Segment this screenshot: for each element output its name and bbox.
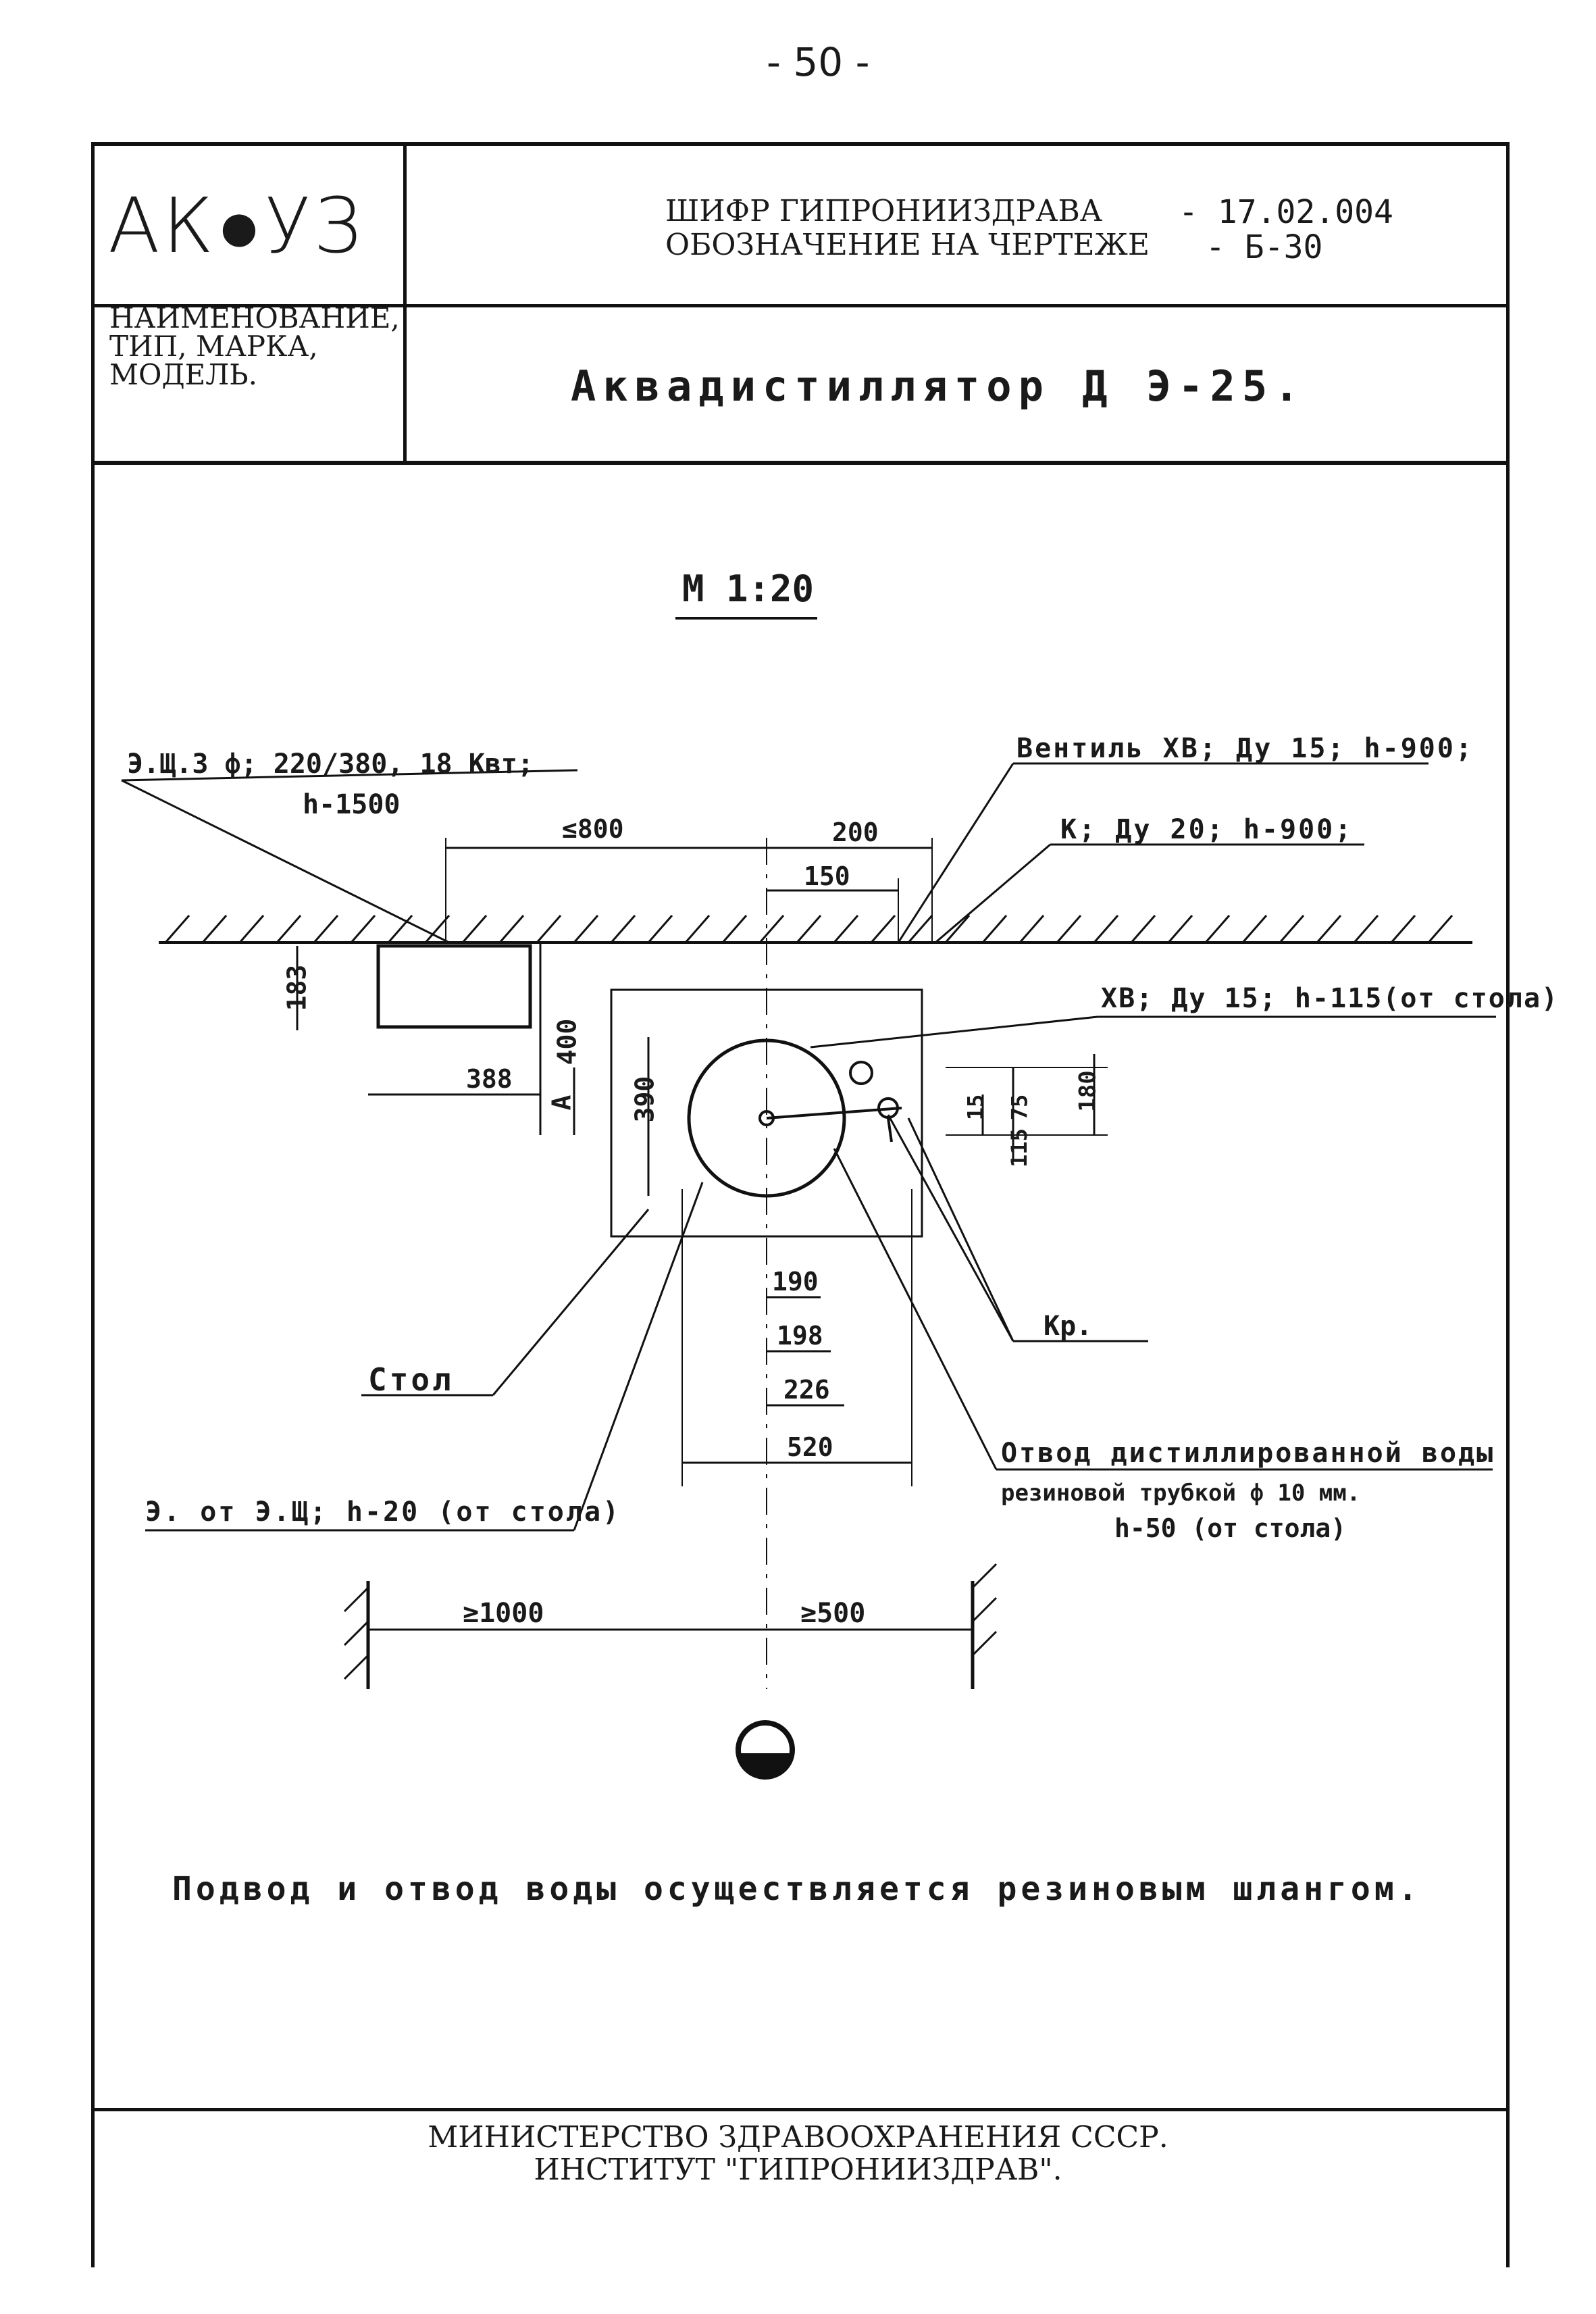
equipment-title: Аквадистиллятор Д Э-25. xyxy=(571,361,1306,411)
sink-symbol xyxy=(736,1720,795,1780)
title-divider xyxy=(91,461,1506,465)
dimension-label: 520 xyxy=(787,1432,833,1462)
dimension-label: А xyxy=(546,1095,577,1111)
drawing-frame xyxy=(91,142,1510,2267)
water-supply-note: Подвод и отвод воды осуществляется резин… xyxy=(172,1870,1422,1908)
dimension-label: 180 xyxy=(1074,1070,1102,1112)
drain-callout-line2: резиновой трубкой ф 10 мм. xyxy=(1001,1480,1361,1507)
header-divider xyxy=(91,304,1506,307)
dimension-label: ≤800 xyxy=(562,814,624,844)
institute-name: ИНСТИТУТ "ГИПРОНИИЗДРАВ". xyxy=(534,2153,1062,2187)
footer-block: МИНИСТЕРСТВО ЗДРАВООХРАНЕНИЯ СССР. ИНСТИ… xyxy=(0,2121,1596,2186)
cipher-block: ШИФР ГИПРОНИИЗДРАВА ОБОЗНАЧЕНИЕ НА ЧЕРТЕ… xyxy=(665,195,1150,262)
dimension-label: 150 xyxy=(804,861,850,891)
designation-label: ОБОЗНАЧЕНИЕ НА ЧЕРТЕЖЕ xyxy=(665,228,1150,262)
footer-divider xyxy=(91,2108,1506,2111)
dimension-label: 183 xyxy=(282,964,312,1011)
dimension-label: 226 xyxy=(783,1375,830,1405)
dimension-label: 388 xyxy=(466,1064,513,1094)
dimension-label: 15 xyxy=(962,1094,989,1121)
designation-code: - Б-30 xyxy=(1206,228,1323,266)
dimension-label: 200 xyxy=(832,818,879,847)
sewer-callout: К; Ду 20; h-900; xyxy=(1060,814,1354,845)
ministry-name: МИНИСТЕРСТВО ЗДРАВООХРАНЕНИЯ СССР. xyxy=(428,2120,1168,2155)
name-label-line: МОДЕЛЬ. xyxy=(109,358,257,391)
dimension-label: 400 xyxy=(552,1018,582,1065)
name-label-line: НАИМЕНОВАНИЕ, xyxy=(109,301,400,334)
tap-callout: Кр. xyxy=(1044,1311,1093,1342)
code-block: - 17.02.004 - Б-30 xyxy=(1179,195,1393,265)
valve-callout: Вентиль ХВ; Ду 15; h-900; xyxy=(1016,733,1474,764)
table-callout: Стол xyxy=(368,1361,454,1398)
cold-water-callout: ХВ; Ду 15; h-115(от стола) xyxy=(1101,983,1560,1014)
dimension-label: 190 xyxy=(772,1267,819,1297)
header-vertical-divider xyxy=(403,143,407,463)
drain-callout-line1: Отвод дистиллированной воды xyxy=(1001,1438,1495,1469)
dimension-label: 75 xyxy=(1006,1094,1033,1121)
name-label-line: ТИП, МАРКА, xyxy=(109,330,318,363)
cipher-label: ШИФР ГИПРОНИИЗДРАВА xyxy=(665,194,1103,228)
institute-logo: АК●УЗ xyxy=(108,182,365,270)
dimension-label: ≥500 xyxy=(800,1598,866,1629)
page-number: - 50 - xyxy=(767,39,870,85)
scale-label: М 1:20 xyxy=(682,568,815,610)
dimension-label: 390 xyxy=(629,1076,660,1123)
power-callout: Э. от Э.Щ; h-20 (от стола) xyxy=(145,1496,621,1528)
electric-panel-height: h-1500 xyxy=(303,789,401,820)
drain-callout-line3: h-50 (от стола) xyxy=(1114,1513,1347,1543)
dimension-label: 198 xyxy=(777,1321,823,1351)
cipher-code: - 17.02.004 xyxy=(1179,193,1393,231)
name-type-label: НАИМЕНОВАНИЕ, ТИП, МАРКА, МОДЕЛЬ. xyxy=(109,304,400,389)
dimension-label: 115 xyxy=(1006,1128,1032,1167)
dimension-label: ≥1000 xyxy=(463,1598,544,1629)
electric-panel-callout: Э.Щ.3 ф; 220/380, 18 Квт; xyxy=(127,749,534,780)
